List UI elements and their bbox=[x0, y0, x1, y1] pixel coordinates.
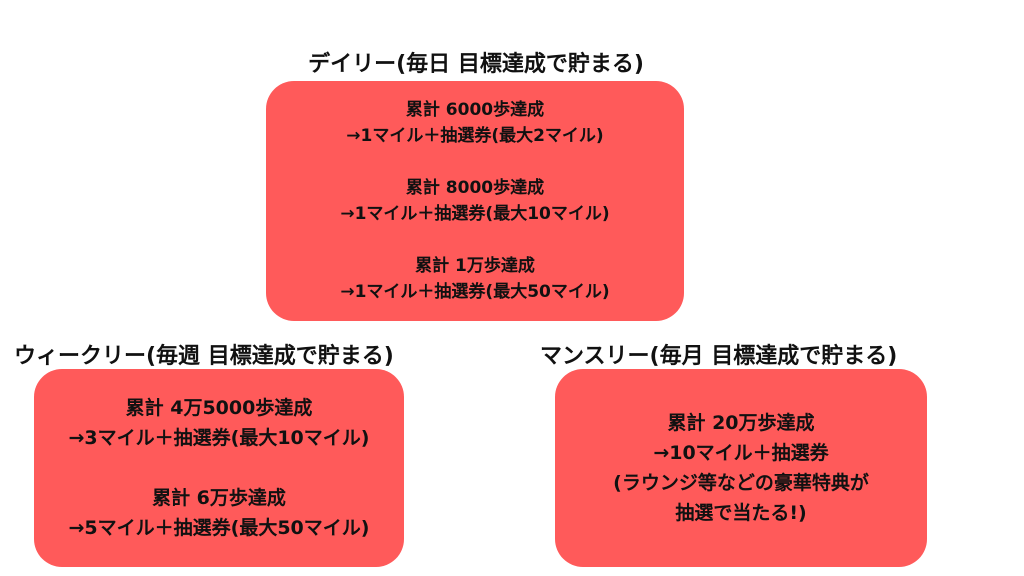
tier-goal: 累計 4万5000歩達成 bbox=[125, 397, 313, 419]
tier-reward: →10マイル＋抽選券 bbox=[653, 442, 829, 464]
weekly-tier-60000: 累計 6万歩達成 →5マイル＋抽選券(最大50マイル) bbox=[69, 483, 370, 543]
tier-goal: 累計 8000歩達成 bbox=[405, 178, 545, 198]
monthly-tier-200000: 累計 20万歩達成 →10マイル＋抽選券 (ラウンジ等などの豪華特典が 抽選で当… bbox=[613, 408, 869, 528]
tier-note: (ラウンジ等などの豪華特典が bbox=[613, 472, 869, 494]
daily-tier-8000: 累計 8000歩達成 →1マイル＋抽選券(最大10マイル) bbox=[340, 175, 609, 227]
monthly-section-title: マンスリー(毎月 目標達成で貯まる) bbox=[540, 344, 898, 369]
weekly-tier-45000: 累計 4万5000歩達成 →3マイル＋抽選券(最大10マイル) bbox=[69, 393, 370, 453]
tier-reward: →3マイル＋抽選券(最大10マイル) bbox=[68, 427, 370, 449]
tier-reward: →1マイル＋抽選券(最大50マイル) bbox=[340, 282, 610, 302]
tier-goal: 累計 20万歩達成 bbox=[667, 412, 815, 434]
tier-note: 抽選で当たる!) bbox=[675, 502, 807, 524]
tier-goal: 累計 6万歩達成 bbox=[152, 487, 286, 509]
monthly-rewards-box: 累計 20万歩達成 →10マイル＋抽選券 (ラウンジ等などの豪華特典が 抽選で当… bbox=[555, 369, 927, 567]
weekly-rewards-box: 累計 4万5000歩達成 →3マイル＋抽選券(最大10マイル) 累計 6万歩達成… bbox=[34, 369, 404, 567]
tier-goal: 累計 6000歩達成 bbox=[405, 100, 545, 120]
daily-tier-6000: 累計 6000歩達成 →1マイル＋抽選券(最大2マイル) bbox=[346, 97, 603, 149]
daily-section-title: デイリー(毎日 目標達成で貯まる) bbox=[308, 52, 644, 77]
daily-tier-10000: 累計 1万歩達成 →1マイル＋抽選券(最大50マイル) bbox=[340, 253, 609, 305]
tier-goal: 累計 1万歩達成 bbox=[415, 256, 535, 276]
weekly-section-title: ウィークリー(毎週 目標達成で貯まる) bbox=[14, 344, 394, 369]
tier-reward: →1マイル＋抽選券(最大10マイル) bbox=[340, 204, 610, 224]
tier-reward: →1マイル＋抽選券(最大2マイル) bbox=[346, 126, 604, 146]
daily-rewards-box: 累計 6000歩達成 →1マイル＋抽選券(最大2マイル) 累計 8000歩達成 … bbox=[266, 81, 684, 321]
tier-reward: →5マイル＋抽選券(最大50マイル) bbox=[68, 517, 370, 539]
